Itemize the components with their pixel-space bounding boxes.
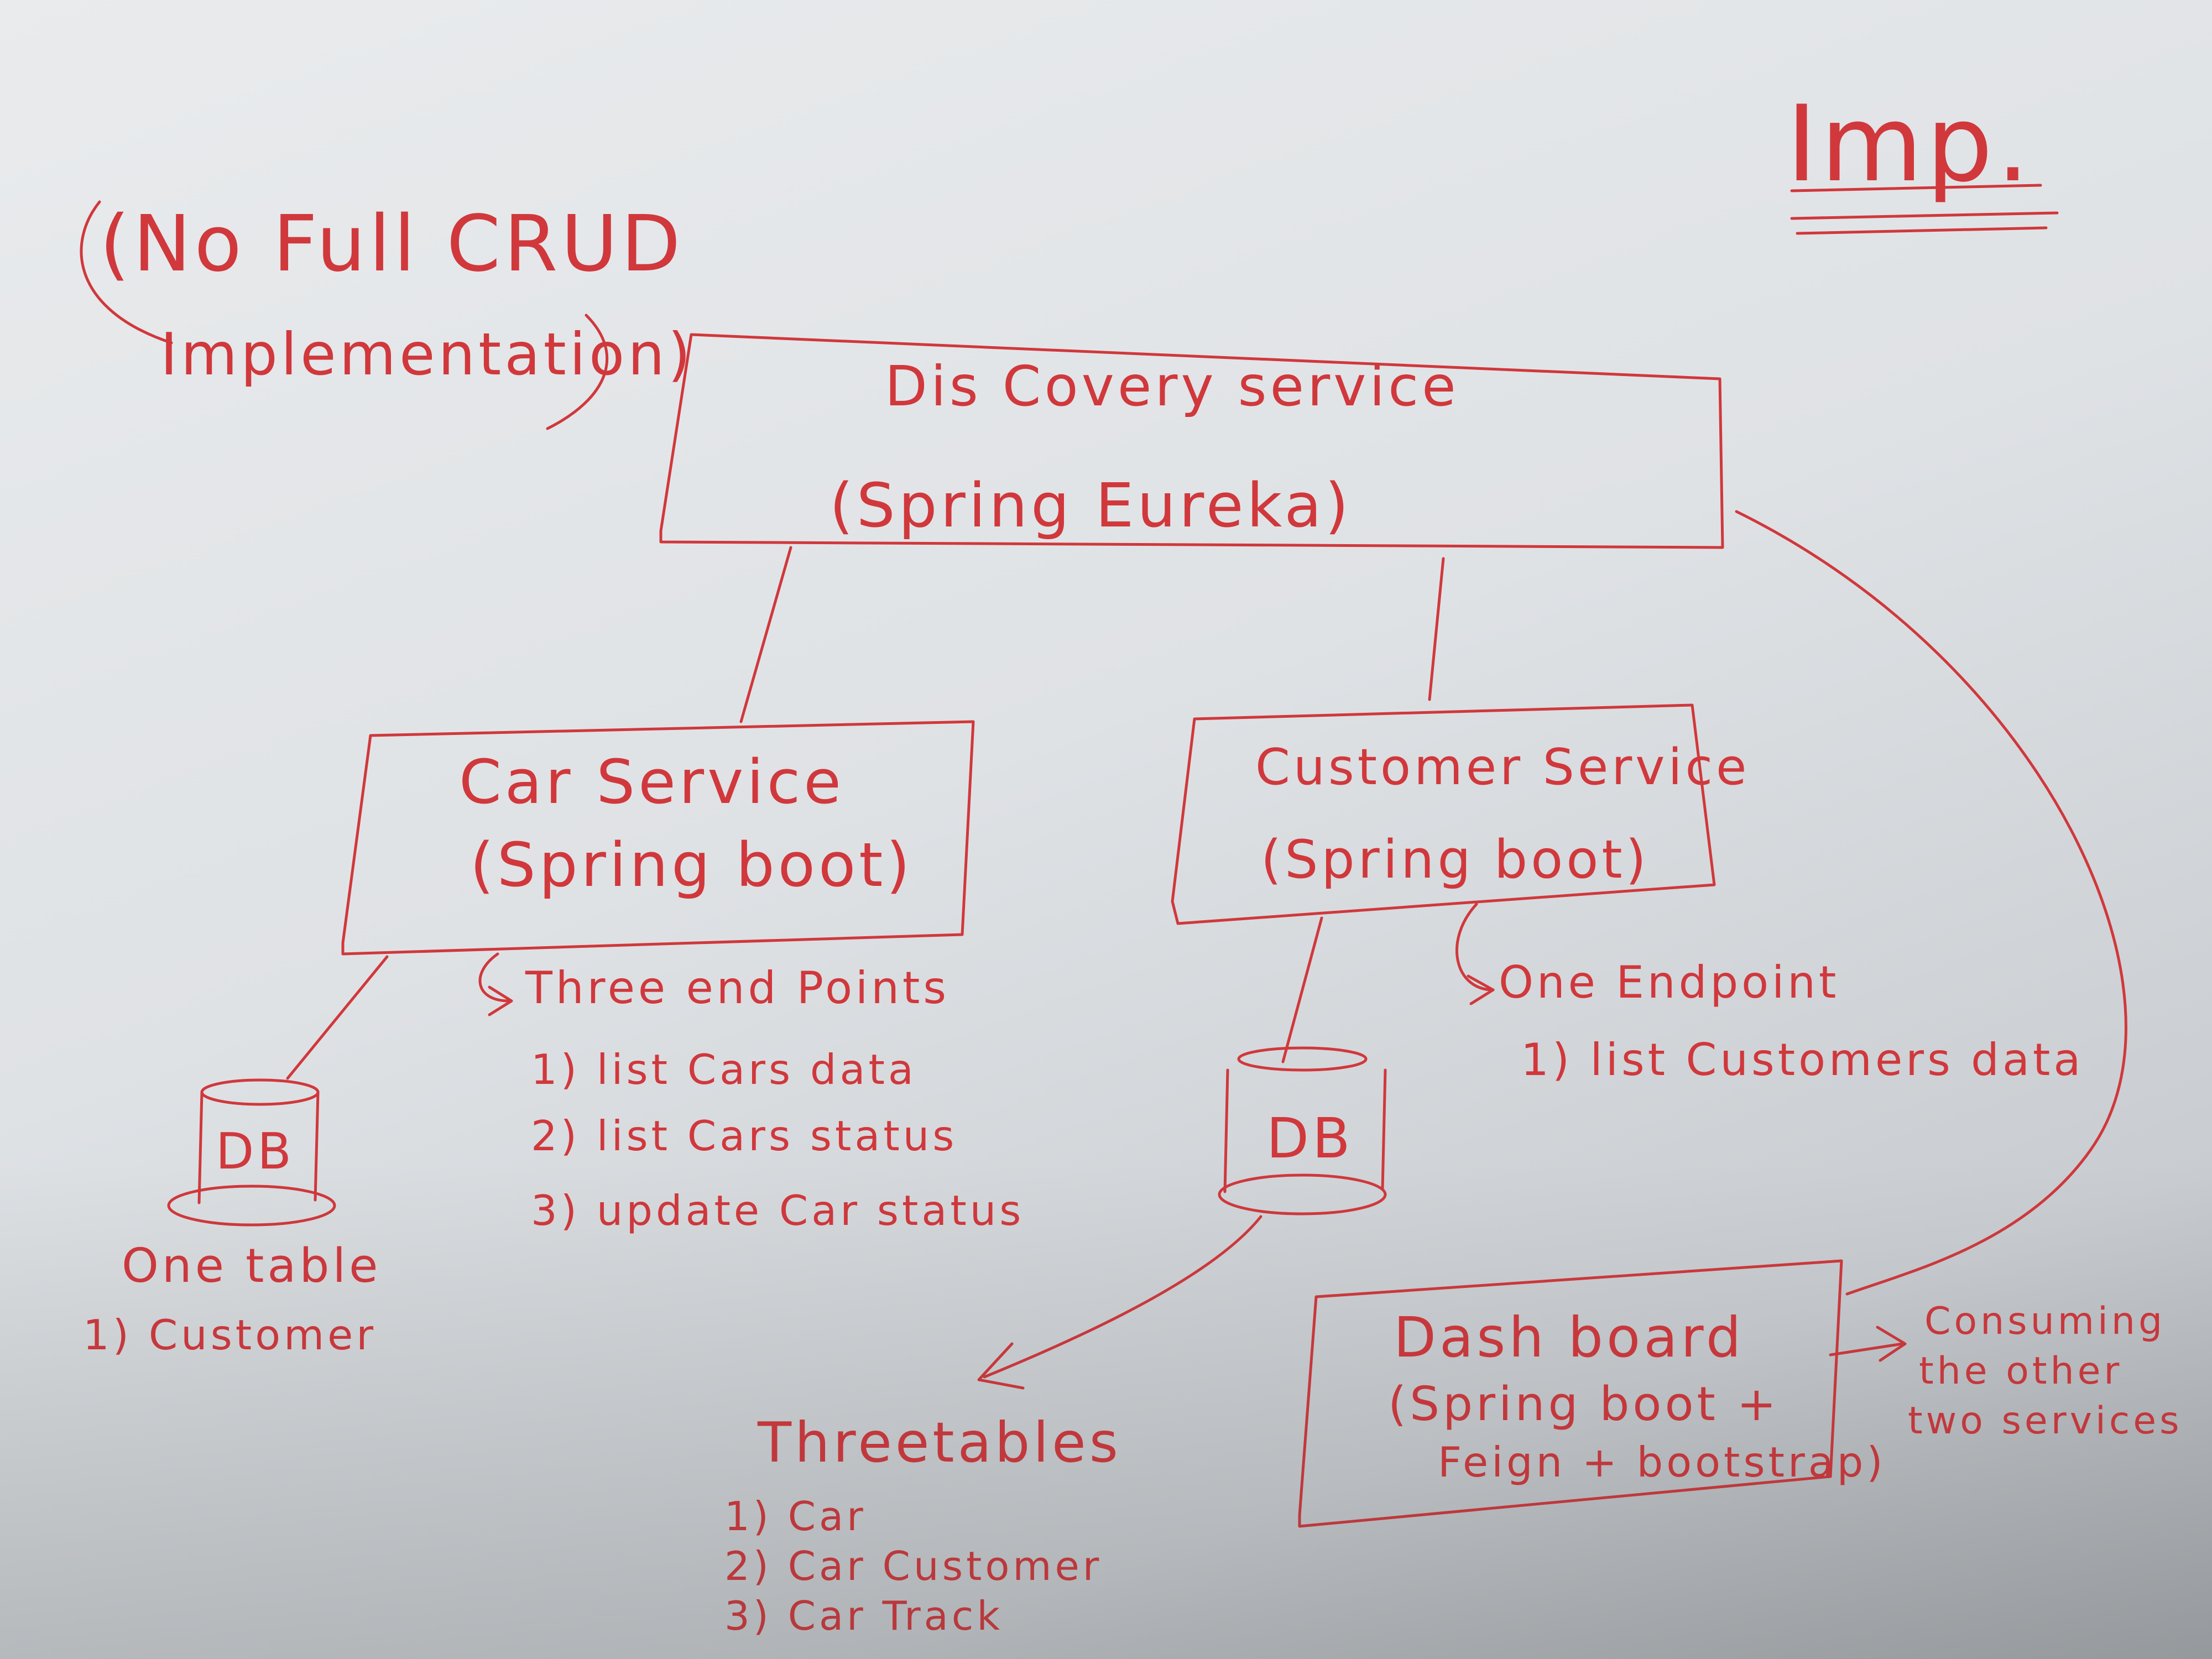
dashboard-line3: Feign + bootstrap) <box>1438 1438 1886 1486</box>
customer-service-box <box>1171 703 1716 925</box>
note-open-paren <box>80 200 173 345</box>
customer-db-to-tables-arrowhead <box>977 1342 1025 1390</box>
customer-endpoints-arrowhead <box>1467 974 1495 1005</box>
customer-endpoints-arrow <box>1455 902 1495 992</box>
dashboard-note-1: Consuming <box>1924 1300 2166 1343</box>
imp-underline-3 <box>1796 226 2048 235</box>
dashboard-note-3: two services <box>1908 1399 2183 1443</box>
dashboard-box <box>1298 1259 1843 1528</box>
customer-to-db-line <box>1281 916 1323 1063</box>
car-table-1: 1) Customer <box>83 1311 377 1359</box>
car-endpoints-arrowhead <box>488 985 513 1016</box>
dashboard-line2: (Spring boot + <box>1388 1377 1780 1432</box>
car-to-db-line <box>286 955 389 1080</box>
discovery-title: Dis Covery service <box>885 354 1459 419</box>
dashboard-consuming-arrowhead <box>1876 1326 1907 1362</box>
dashboard-title: Dash board <box>1394 1305 1745 1370</box>
customer-service-title: Customer Service <box>1255 738 1750 796</box>
car-endpoint-3: 3) update Car status <box>531 1186 1025 1235</box>
car-service-title: Car Service <box>459 747 844 817</box>
customer-db-to-tables-line <box>983 1215 1262 1379</box>
car-db-body <box>197 1091 320 1204</box>
note-close-paren <box>546 314 608 430</box>
dashboard-consuming-arrow <box>1829 1342 1904 1357</box>
customer-table-2: 2) Car Customer <box>724 1543 1103 1589</box>
car-service-subtitle: (Spring boot) <box>470 830 914 900</box>
car-service-box <box>341 720 975 956</box>
note-implementation: Implementation) <box>160 321 694 388</box>
car-endpoints-heading: Three end Points <box>525 962 950 1014</box>
car-db-bottom <box>167 1185 336 1227</box>
car-endpoint-2: 2) list Cars status <box>531 1112 958 1160</box>
discovery-to-dashboard-line <box>1735 510 2127 1296</box>
car-endpoint-1: 1) list Cars data <box>531 1045 917 1094</box>
imp-underline-2 <box>1790 211 2059 220</box>
car-tables-heading: One table <box>122 1239 382 1293</box>
discovery-box <box>659 333 1724 549</box>
customer-endpoints-heading: One Endpoint <box>1499 957 1840 1008</box>
discovery-subtitle: (Spring Eureka) <box>830 470 1352 541</box>
customer-service-subtitle: (Spring boot) <box>1261 830 1650 890</box>
dashboard-note-2: the other <box>1919 1349 2123 1393</box>
imp-underline-1 <box>1790 184 2042 192</box>
note-crud: (No Full CRUD <box>100 199 684 289</box>
note-imp: Imp. <box>1786 83 2033 205</box>
customer-db-top <box>1237 1046 1368 1072</box>
car-db-label: DB <box>216 1123 295 1181</box>
customer-table-3: 3) Car Track <box>724 1593 1004 1639</box>
customer-tables-heading: Threetables <box>758 1410 1121 1475</box>
discovery-to-customer-line <box>1428 557 1445 701</box>
customer-db-bottom <box>1218 1173 1387 1215</box>
car-db-top <box>200 1078 320 1106</box>
car-endpoints-arrow <box>478 952 510 1003</box>
customer-table-1: 1) Car <box>724 1493 867 1540</box>
discovery-to-car-line <box>739 546 792 723</box>
customer-endpoint-1: 1) list Customers data <box>1521 1034 2084 1086</box>
customer-db-label: DB <box>1266 1106 1354 1171</box>
customer-db-body <box>1223 1068 1387 1193</box>
